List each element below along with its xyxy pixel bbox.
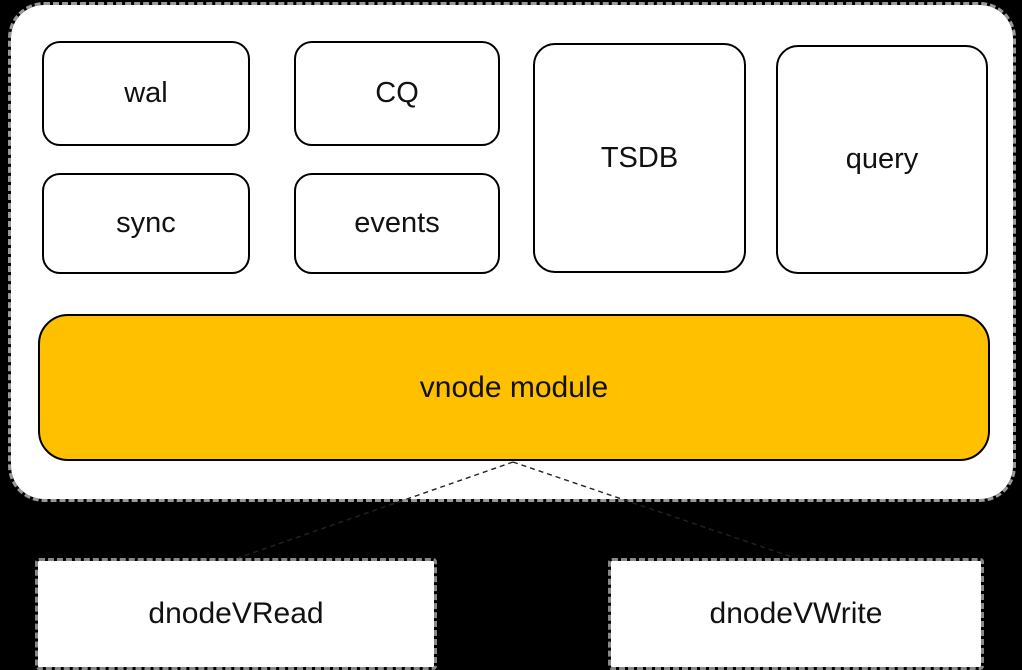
dnode-vread-label: dnodeVRead (148, 597, 324, 630)
vnode-module-bar: vnode module (38, 314, 990, 461)
module-label-sync: sync (116, 207, 176, 239)
module-box-sync: sync (42, 173, 250, 274)
module-box-events: events (294, 173, 500, 274)
dnode-vwrite-box: dnodeVWrite (608, 558, 984, 670)
module-label-wal: wal (124, 77, 168, 109)
module-box-query: query (776, 45, 988, 274)
module-box-cq: CQ (294, 41, 500, 146)
module-label-tsdb: TSDB (600, 141, 679, 174)
dnode-vread-box: dnodeVRead (35, 558, 437, 670)
module-box-tsdb: TSDB (533, 43, 746, 273)
dnode-vwrite-label: dnodeVWrite (709, 597, 883, 630)
module-label-cq: CQ (375, 77, 419, 109)
module-label-events: events (354, 207, 440, 239)
vnode-module-label: vnode module (419, 370, 609, 404)
module-label-query: query (845, 143, 919, 175)
module-box-wal: wal (42, 41, 250, 146)
